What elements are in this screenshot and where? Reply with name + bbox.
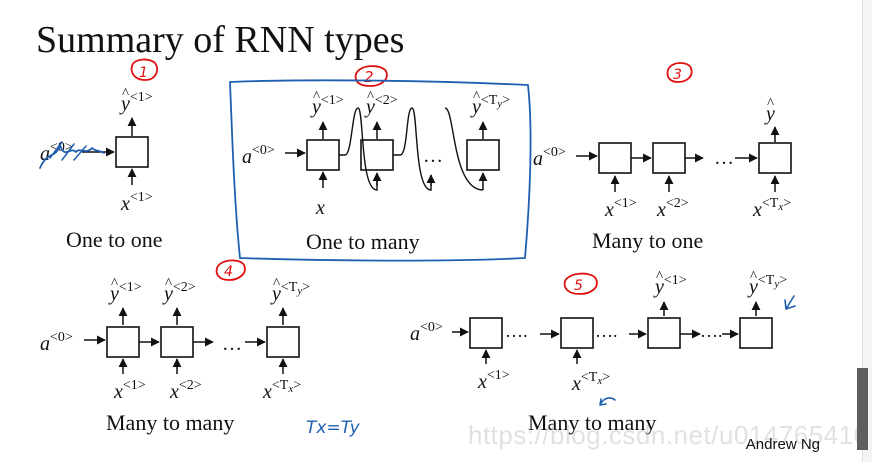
- yTy-label: y<Ty>: [747, 273, 787, 298]
- ellipsis: ….: [505, 321, 528, 341]
- rnn-cell: [469, 317, 503, 349]
- ellipsis: …: [714, 147, 734, 169]
- mark-1: 1: [139, 65, 148, 81]
- ellipsis: ….: [700, 321, 723, 341]
- y1-label: y<1>: [310, 93, 344, 118]
- x2-label: x<2>: [169, 378, 202, 403]
- hat-accent: ^: [473, 89, 480, 105]
- circle-mark-2: [354, 65, 388, 87]
- mark-2: 2: [364, 68, 374, 86]
- ellipsis: ….: [595, 321, 618, 341]
- hat-accent: ^: [273, 276, 280, 292]
- x2-label: x<2>: [656, 196, 689, 221]
- rnn-cell: [306, 139, 340, 171]
- circle-mark-4: [215, 259, 246, 281]
- mark-5: 5: [574, 278, 583, 294]
- feedback-connector: [444, 107, 484, 191]
- blue-arrow-tx: [599, 397, 616, 406]
- hat-accent: ^: [367, 89, 374, 105]
- rnn-cell: [758, 142, 792, 174]
- hat-accent: ^: [111, 276, 118, 292]
- xTx-label: x<Tx>: [262, 378, 301, 403]
- author-credit: Andrew Ng: [745, 436, 820, 453]
- rnn-cell: [466, 139, 500, 171]
- yTy-label: y<Ty>: [270, 280, 310, 305]
- x1-label: x<1>: [113, 378, 146, 403]
- mark-3: 3: [673, 67, 682, 83]
- hat-accent: ^: [165, 276, 172, 292]
- caption-one-to-one: One to one: [66, 227, 163, 252]
- caption-many-to-many-aligned: Many to many: [106, 410, 235, 435]
- watermark: https://blog.csdn.net/u014765410: [468, 420, 869, 450]
- a0-label: a<0>: [533, 145, 566, 170]
- diagram-labels: a<0>y<1>^x<1>a<0>y<1>^y<2>^y<Ty>^x…a<0>……: [40, 86, 791, 403]
- hat-accent: ^: [767, 96, 774, 112]
- x1-label: x<1>: [604, 196, 637, 221]
- rnn-cell: [106, 326, 140, 358]
- tx-equals-ty-note: Tx=Ty: [306, 418, 361, 438]
- mark-4: 4: [224, 264, 233, 280]
- caption-many-to-many-seq2seq: Many to many: [528, 410, 657, 435]
- circle-mark-3: [666, 62, 693, 83]
- rnn-cell: [647, 317, 681, 349]
- hat-accent: ^: [750, 269, 757, 285]
- scrollbar-track[interactable]: [862, 0, 872, 462]
- caption-one-to-many: One to many: [306, 229, 420, 254]
- slide-title: Summary of RNN types: [36, 19, 405, 61]
- x-label: x: [315, 197, 325, 219]
- circle-mark-1: [130, 58, 158, 81]
- y2-label: y<2>: [162, 280, 196, 305]
- rnn-cell: [739, 317, 773, 349]
- rnn-cell: [115, 136, 149, 168]
- x1-label: x<1>: [477, 368, 510, 393]
- rnn-cell: [560, 317, 594, 349]
- y1-label: y<1>: [108, 280, 142, 305]
- circle-mark-5: [563, 272, 598, 295]
- xTx-label: x<Tx>: [571, 370, 610, 395]
- a0-label: a<0>: [242, 143, 275, 168]
- rnn-cell: [266, 326, 300, 358]
- feedback-connector: [339, 107, 378, 191]
- y-label: y: [764, 103, 775, 125]
- hat-accent: ^: [313, 89, 320, 105]
- y2-label: y<2>: [364, 93, 398, 118]
- x1-label: x<1>: [120, 190, 153, 215]
- rnn-cell: [598, 142, 632, 174]
- ellipsis: …: [222, 333, 242, 355]
- blue-highlight-box: [229, 79, 532, 262]
- blue-scribble: [39, 144, 105, 169]
- a0-label: a<0>: [410, 320, 443, 345]
- y1-label: y<1>: [119, 90, 153, 115]
- hat-accent: ^: [656, 269, 663, 285]
- ellipsis: …: [423, 145, 443, 167]
- a0-label: a<0>: [40, 330, 73, 355]
- feedback-connector: [393, 107, 432, 191]
- rnn-cell: [652, 142, 686, 174]
- xTx-label: x<Tx>: [752, 196, 791, 221]
- blue-arrow-ty: [784, 295, 796, 310]
- hat-accent: ^: [122, 86, 129, 102]
- y1-label: y<1>: [653, 273, 687, 298]
- diagram-shapes: [82, 107, 792, 374]
- caption-many-to-one: Many to one: [592, 228, 704, 253]
- blue-scribble-strokes: [49, 141, 87, 161]
- scrollbar-thumb[interactable]: [857, 368, 868, 450]
- yTy-label: y<Ty>: [470, 93, 510, 118]
- handwritten-annotations: 1 2 3 4 5Tx=Ty: [39, 58, 796, 438]
- rnn-cell: [160, 326, 194, 358]
